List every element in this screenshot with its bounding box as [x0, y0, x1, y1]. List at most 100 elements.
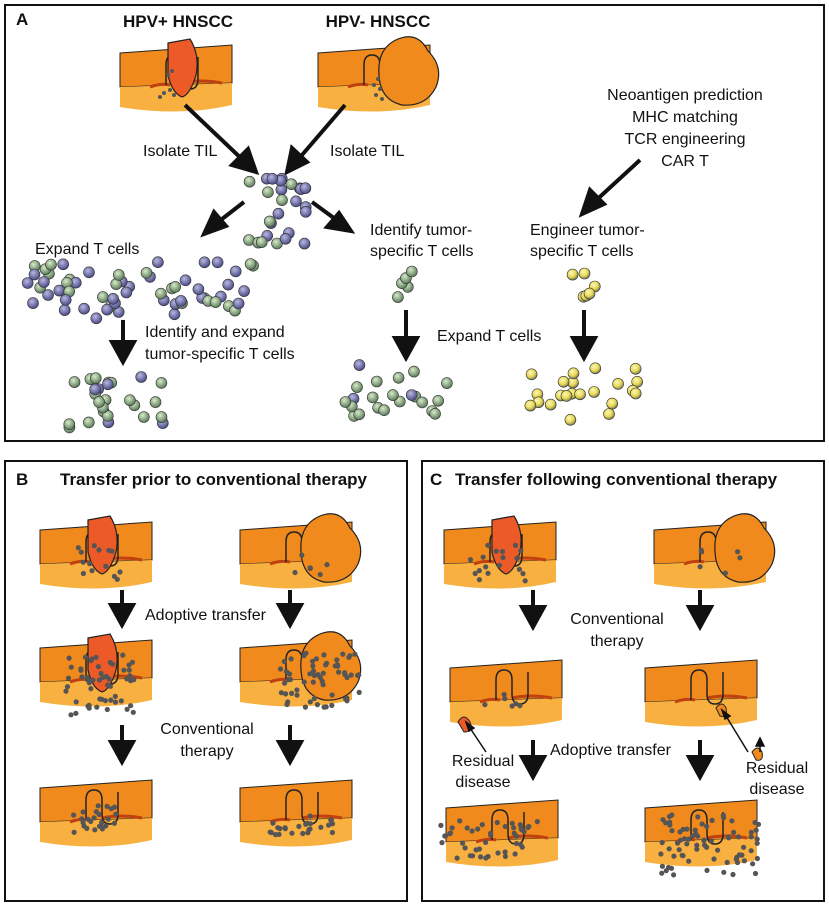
- t-cell-icon: [353, 359, 366, 371]
- t-cell-icon: [588, 386, 600, 398]
- method-mhc: MHC matching: [632, 109, 738, 126]
- panel-c-title: Transfer following conventional therapy: [455, 470, 778, 489]
- til-dot: [695, 833, 701, 839]
- t-cell-icon: [140, 267, 153, 279]
- til-dot: [676, 847, 682, 853]
- t-cell-icon: [285, 178, 298, 190]
- til-dot: [502, 853, 508, 860]
- til-dot: [510, 825, 517, 831]
- til-dot: [334, 662, 341, 668]
- til-dot: [512, 851, 518, 857]
- t-cell-icon: [138, 411, 150, 423]
- til-dot: [671, 853, 677, 859]
- til-dot: [754, 840, 760, 846]
- t-cell-icon: [429, 407, 441, 420]
- til-dot: [735, 549, 741, 555]
- til-dot: [328, 817, 334, 823]
- til-dot: [102, 698, 108, 704]
- t-cell-icon: [102, 378, 114, 391]
- til-dot: [518, 548, 524, 554]
- t-cell-icon: [83, 266, 95, 279]
- til-dot: [303, 821, 309, 827]
- til-dot: [348, 672, 354, 678]
- t-cell-icon: [266, 173, 279, 185]
- til-dot: [106, 547, 112, 554]
- til-dot: [292, 569, 298, 576]
- til-dot: [667, 822, 673, 828]
- til-dot: [126, 662, 132, 668]
- til-dot: [511, 830, 517, 836]
- til-dot: [84, 674, 90, 681]
- til-dot: [329, 702, 335, 709]
- t-cell-icon: [243, 175, 256, 188]
- til-dot: [111, 573, 117, 579]
- til-dot: [699, 821, 705, 827]
- til-dot: [270, 820, 276, 826]
- til-dot: [307, 565, 313, 571]
- til-dot: [283, 669, 290, 675]
- til-dot: [726, 834, 732, 840]
- til-dot: [513, 840, 520, 847]
- til-dot: [502, 696, 508, 702]
- b-hpv-pos-before-icon: [38, 515, 154, 591]
- til-dot: [131, 677, 137, 683]
- til-dot: [512, 542, 519, 549]
- t-cell-icon: [353, 408, 366, 421]
- t-cell-icon: [222, 278, 234, 291]
- til-dot: [684, 841, 690, 847]
- t-cell-icon: [299, 206, 312, 218]
- panel-c-letter: C: [430, 470, 443, 489]
- t-cell-icon: [603, 408, 615, 420]
- t-cell-icon: [83, 416, 95, 429]
- til-dot: [741, 844, 747, 850]
- til-dot: [288, 656, 294, 662]
- til-dot: [305, 830, 311, 836]
- til-dot: [63, 688, 69, 694]
- til-dot: [476, 568, 482, 574]
- hpv-pos-label: HPV+ HNSCC: [122, 12, 234, 31]
- til-dot: [671, 872, 677, 878]
- til-dot: [118, 698, 124, 704]
- til-dot: [694, 846, 700, 852]
- til-dot: [501, 691, 507, 698]
- til-dot: [684, 826, 690, 832]
- expanded-t-cells-cluster: [21, 256, 259, 325]
- t-cell-icon: [59, 294, 72, 306]
- t-cell-icon: [175, 295, 187, 307]
- til-dot: [521, 829, 527, 835]
- til-dot: [92, 827, 98, 833]
- til-dot: [476, 577, 482, 583]
- t-cell-icon: [107, 292, 119, 305]
- til-dot: [516, 566, 523, 572]
- til-dot: [753, 827, 759, 833]
- til-dot: [282, 680, 288, 686]
- t-cell-icon: [544, 398, 557, 411]
- t-cell-icon: [89, 383, 101, 396]
- t-cell-icon: [101, 303, 113, 316]
- til-dot: [442, 833, 449, 839]
- til-dot: [736, 834, 742, 840]
- til-dot: [741, 858, 748, 864]
- til-dot: [344, 674, 350, 681]
- t-cell-icon: [27, 297, 39, 309]
- t-cell-icon: [299, 182, 312, 194]
- til-dot: [326, 822, 332, 828]
- t-cell-icon: [155, 411, 168, 423]
- c-hpv-neg-before-icon: [652, 513, 776, 591]
- til-dot: [352, 651, 358, 657]
- til-dot: [112, 699, 119, 705]
- til-dot: [449, 825, 455, 831]
- til-dot: [299, 552, 305, 558]
- method-neoantigen: Neoantigen prediction: [607, 87, 763, 104]
- t-cell-icon: [45, 258, 57, 271]
- til-dot: [84, 825, 90, 832]
- til-cluster: [243, 172, 312, 250]
- til-dot: [514, 555, 520, 561]
- til-dot: [307, 813, 313, 819]
- c-residual-left-line1: Residual: [451, 753, 515, 770]
- t-cell-icon: [169, 281, 181, 293]
- engineer-tumor-line1: Engineer tumor-: [530, 222, 645, 239]
- til-dot: [748, 834, 754, 840]
- til-dot: [666, 846, 672, 852]
- til-dot: [130, 709, 136, 715]
